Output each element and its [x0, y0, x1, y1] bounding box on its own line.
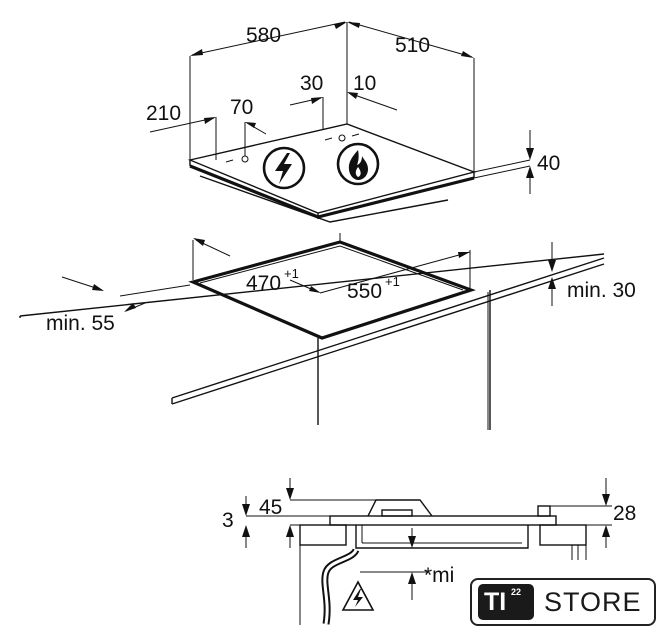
dim-45: 45 — [259, 496, 282, 519]
cutout-outline — [188, 240, 476, 340]
flame-icon — [336, 142, 380, 186]
dim-550-tolerance: +1 — [385, 274, 400, 289]
lightning-bolt-icon — [262, 146, 306, 190]
store-logo: TI 22 STORE — [470, 578, 656, 626]
dim-40: 40 — [537, 152, 560, 175]
worktop-drawing — [19, 233, 605, 430]
dim-30: 30 — [300, 72, 323, 95]
dim-210: 210 — [146, 102, 181, 125]
dim-70: 70 — [230, 96, 253, 119]
electric-hazard-icon — [341, 580, 375, 611]
dim-580: 580 — [246, 24, 281, 47]
logo-mark-sup: 22 — [511, 587, 522, 597]
logo-mark-text: TI — [484, 588, 507, 616]
hob-drawing — [149, 21, 534, 223]
dim-28: 28 — [613, 502, 636, 525]
dim-3: 3 — [222, 509, 234, 532]
dim-min-note: *mi — [424, 564, 454, 587]
dim-510: 510 — [395, 34, 430, 57]
hob-top-plate — [187, 123, 477, 214]
dim-470: 470 — [246, 272, 281, 295]
dim-min-30: min. 30 — [567, 279, 636, 302]
dimension-labels: 580 510 210 70 30 10 40 470 +1 550 +1 mi… — [46, 24, 636, 587]
hob-plate-section — [329, 515, 557, 526]
dim-470-tolerance: +1 — [284, 266, 299, 281]
dim-min-55: min. 55 — [46, 312, 115, 335]
dim-550: 550 — [347, 280, 382, 303]
logo-mark: TI 22 — [478, 584, 534, 620]
section-drawing — [242, 478, 612, 625]
logo-text: STORE — [544, 586, 642, 617]
dim-10: 10 — [353, 72, 376, 95]
